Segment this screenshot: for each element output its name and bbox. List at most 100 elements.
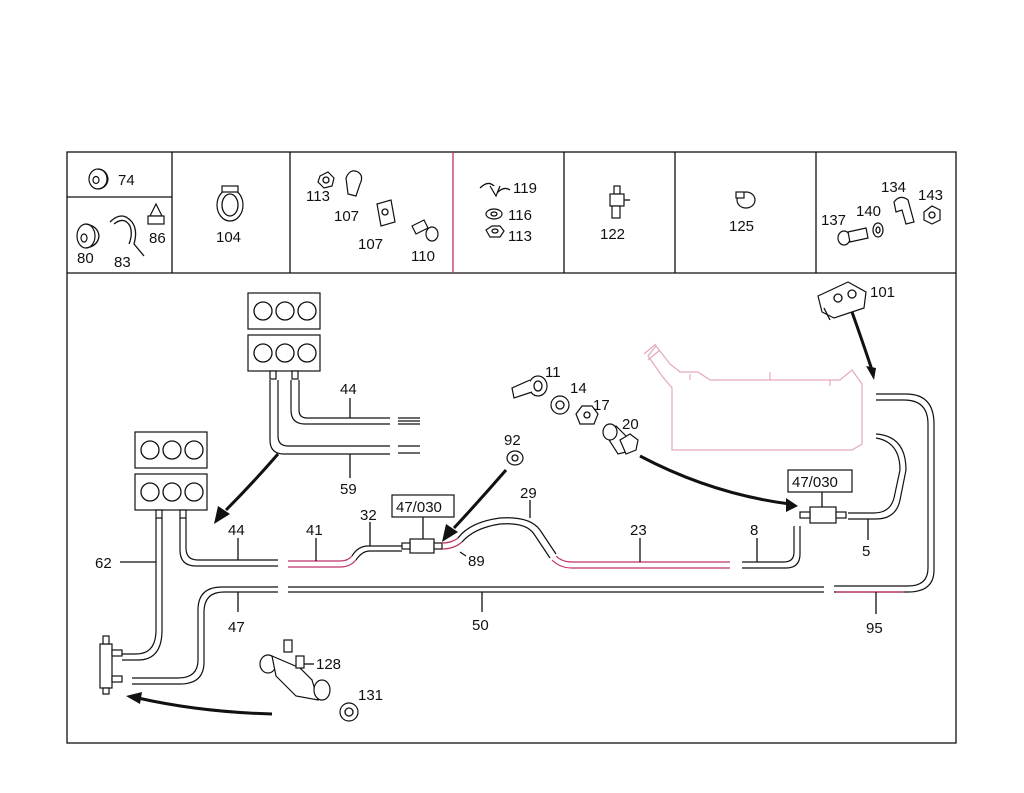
nut-icon <box>923 205 941 225</box>
pipe-23 <box>551 555 730 569</box>
pipe-95 <box>834 393 935 593</box>
bolt-icon <box>411 219 439 242</box>
label-44-b: 44 <box>228 522 245 539</box>
label-113: 113 <box>306 188 330 205</box>
arrow-icon <box>126 692 273 716</box>
fuel-tank-icon <box>643 343 863 451</box>
label-116: 116 <box>508 207 532 224</box>
rubber-mount-icon <box>88 168 109 190</box>
nut-icon <box>575 405 599 425</box>
label-23: 23 <box>630 522 647 539</box>
label-14: 14 <box>570 380 587 397</box>
bolt-icon <box>602 423 639 455</box>
label-140: 140 <box>856 203 881 220</box>
label-32: 32 <box>360 507 377 524</box>
label-74: 74 <box>118 172 135 189</box>
pipe-62 <box>122 518 163 661</box>
pipe-41 <box>288 555 357 568</box>
label-101: 101 <box>870 284 895 301</box>
callout-box-47-030-left <box>391 494 455 518</box>
parts-cell-3: 113 107 107 110 <box>306 170 439 265</box>
label-47-030-right: 47/030 <box>792 474 838 491</box>
injector-block-icon <box>247 292 321 380</box>
label-59: 59 <box>340 481 357 498</box>
arrow-icon <box>214 453 280 524</box>
label-47: 47 <box>228 619 245 636</box>
label-5: 5 <box>862 543 870 560</box>
arrow-icon <box>639 454 798 512</box>
label-128: 128 <box>316 656 341 673</box>
valve-47-030-left <box>401 538 443 554</box>
banjo-fitting-icon <box>511 375 548 399</box>
label-44: 44 <box>340 381 357 398</box>
label-29: 29 <box>520 485 537 502</box>
label-83: 83 <box>114 254 131 271</box>
arrow-icon <box>442 469 508 542</box>
label-80: 80 <box>77 250 94 267</box>
pipe-clip-icon <box>893 196 915 225</box>
fuel-distributor-icon <box>99 635 123 695</box>
label-11: 11 <box>545 364 561 381</box>
parts-cell-4: 119 116 113 <box>479 180 537 245</box>
parts-cell-1: 74 80 83 86 <box>76 168 166 271</box>
label-47-030-left: 47/030 <box>396 499 442 516</box>
label-86: 86 <box>149 230 166 247</box>
parts-cell-5: 122 <box>600 185 630 243</box>
label-92: 92 <box>504 432 521 449</box>
label-17: 17 <box>593 397 610 414</box>
pipe-44-top <box>290 380 420 425</box>
label-143: 143 <box>918 187 943 204</box>
bolt-icon <box>837 227 869 246</box>
pipe-47 <box>132 586 278 685</box>
label-104: 104 <box>216 229 241 246</box>
label-119: 119 <box>513 180 537 197</box>
cable-tie-icon <box>109 215 145 257</box>
pipe-50 <box>288 586 824 593</box>
parts-cell-6: 125 <box>729 191 756 235</box>
pipe-5 <box>848 433 907 520</box>
pipe-59 <box>269 380 420 455</box>
washer-icon <box>550 395 570 415</box>
parts-cell-7: 134 143 137 140 <box>821 179 943 246</box>
label-8: 8 <box>750 522 758 539</box>
injector-block-icon <box>134 431 208 519</box>
label-137: 137 <box>821 212 846 229</box>
hose-clamp-icon <box>216 185 244 222</box>
leader-lines <box>120 398 877 665</box>
nut-icon <box>485 225 505 238</box>
label-62: 62 <box>95 555 112 572</box>
pipe-29 <box>457 517 557 559</box>
washer-icon <box>872 222 884 238</box>
label-134: 134 <box>881 179 906 196</box>
label-50: 50 <box>472 617 489 634</box>
washer-icon <box>485 208 503 220</box>
label-107-b: 107 <box>358 236 383 253</box>
label-20: 20 <box>622 416 639 433</box>
hose-clamp-icon <box>735 191 756 209</box>
washer-icon <box>339 702 359 722</box>
rubber-mount-icon <box>817 281 867 321</box>
diagram-frame <box>66 151 957 744</box>
rubber-mount-icon <box>76 223 100 249</box>
label-125: 125 <box>729 218 754 235</box>
label-89: 89 <box>468 553 485 570</box>
label-122: 122 <box>600 226 625 243</box>
label-41: 41 <box>306 522 323 539</box>
valve-icon <box>609 185 630 219</box>
pipe-32 <box>351 545 402 561</box>
label-113-b: 113 <box>508 228 532 245</box>
label-95: 95 <box>866 620 883 637</box>
pipe-8 <box>742 526 801 569</box>
label-131: 131 <box>358 687 383 704</box>
pump-assembly-icon <box>259 639 331 701</box>
pipe-clip-icon <box>147 202 165 225</box>
label-110: 110 <box>411 248 435 265</box>
pipe-44-bottom <box>179 518 278 567</box>
valve-47-030-right <box>799 506 847 524</box>
pipe-89 <box>441 537 463 550</box>
parts-cell-2: 104 <box>216 185 244 246</box>
arrow-icon <box>850 311 876 380</box>
washer-icon <box>506 450 524 466</box>
nut-icon <box>317 171 335 189</box>
